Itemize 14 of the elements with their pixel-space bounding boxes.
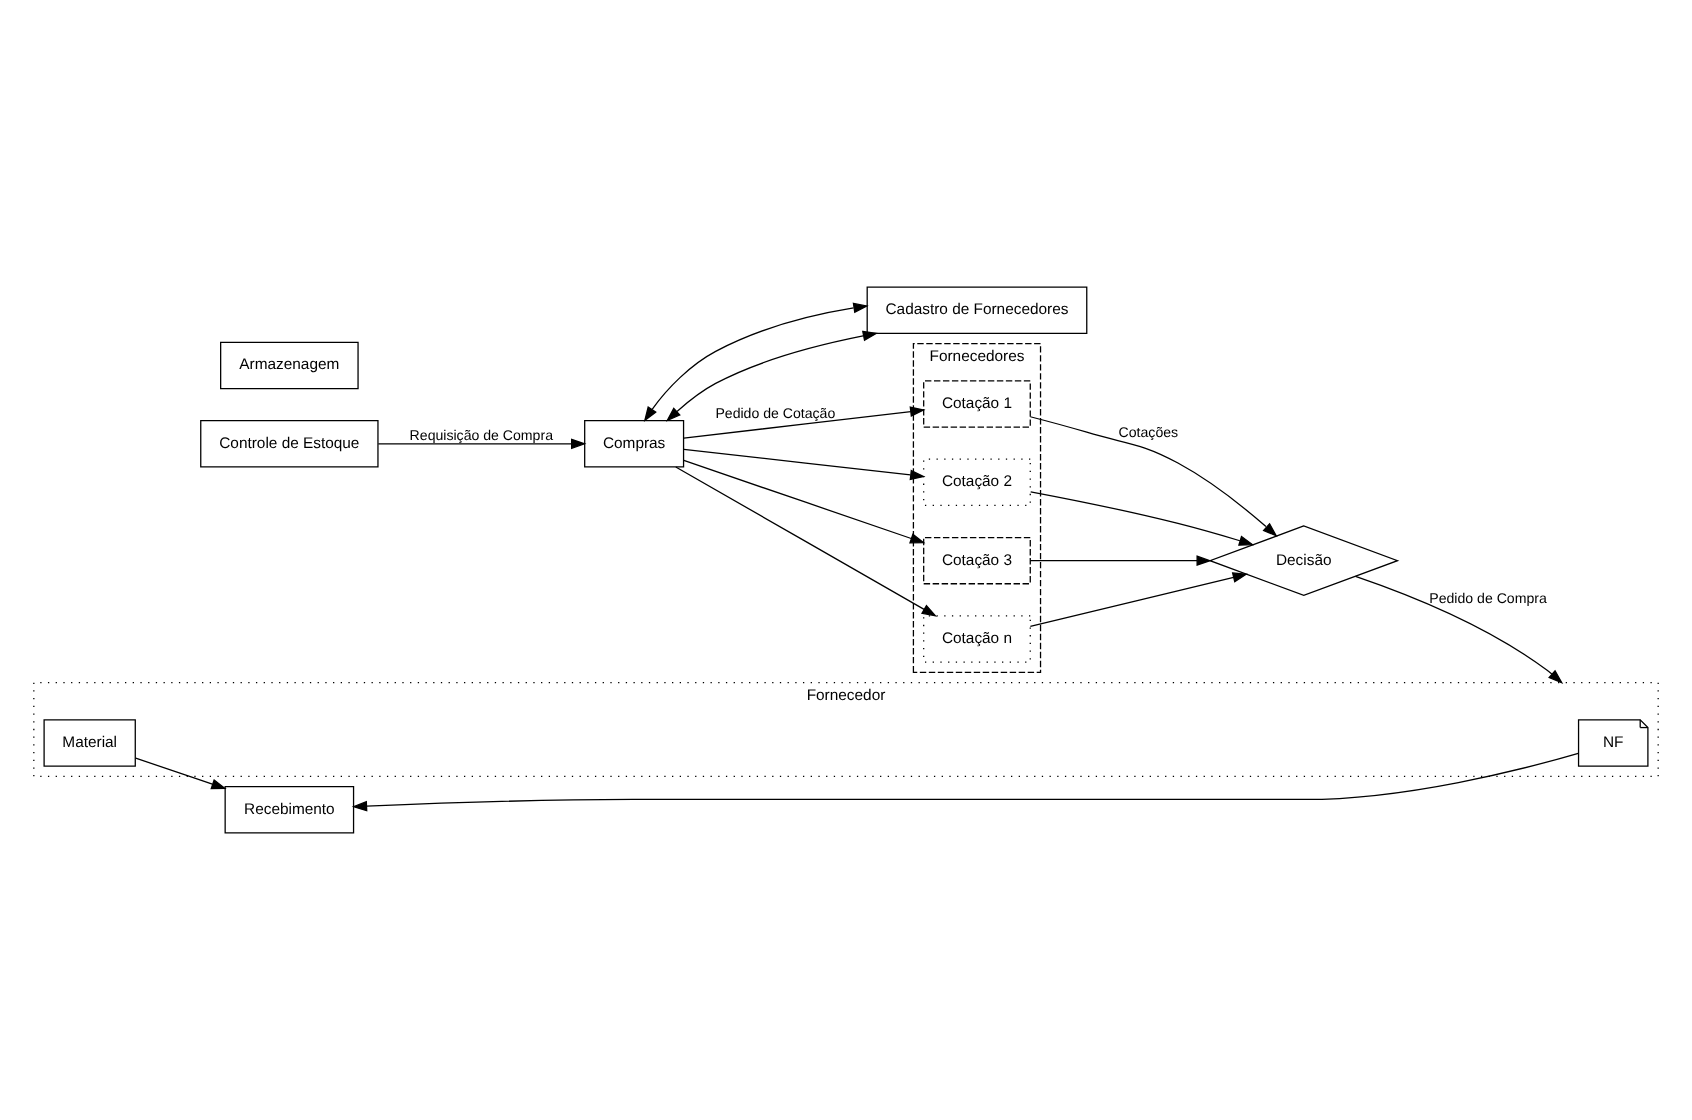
arrow — [135, 757, 227, 790]
arrow — [683, 459, 926, 544]
arrow — [1030, 491, 1255, 546]
arrow — [377, 438, 587, 450]
arrow — [665, 330, 879, 422]
arrow — [351, 752, 1579, 812]
arrow — [1029, 572, 1249, 628]
arrow — [643, 302, 869, 422]
arrow — [1029, 555, 1212, 567]
arrow — [683, 448, 926, 481]
arrow — [1354, 575, 1564, 684]
arrow — [683, 406, 926, 439]
arrow — [675, 466, 938, 617]
arrow — [1029, 416, 1278, 537]
